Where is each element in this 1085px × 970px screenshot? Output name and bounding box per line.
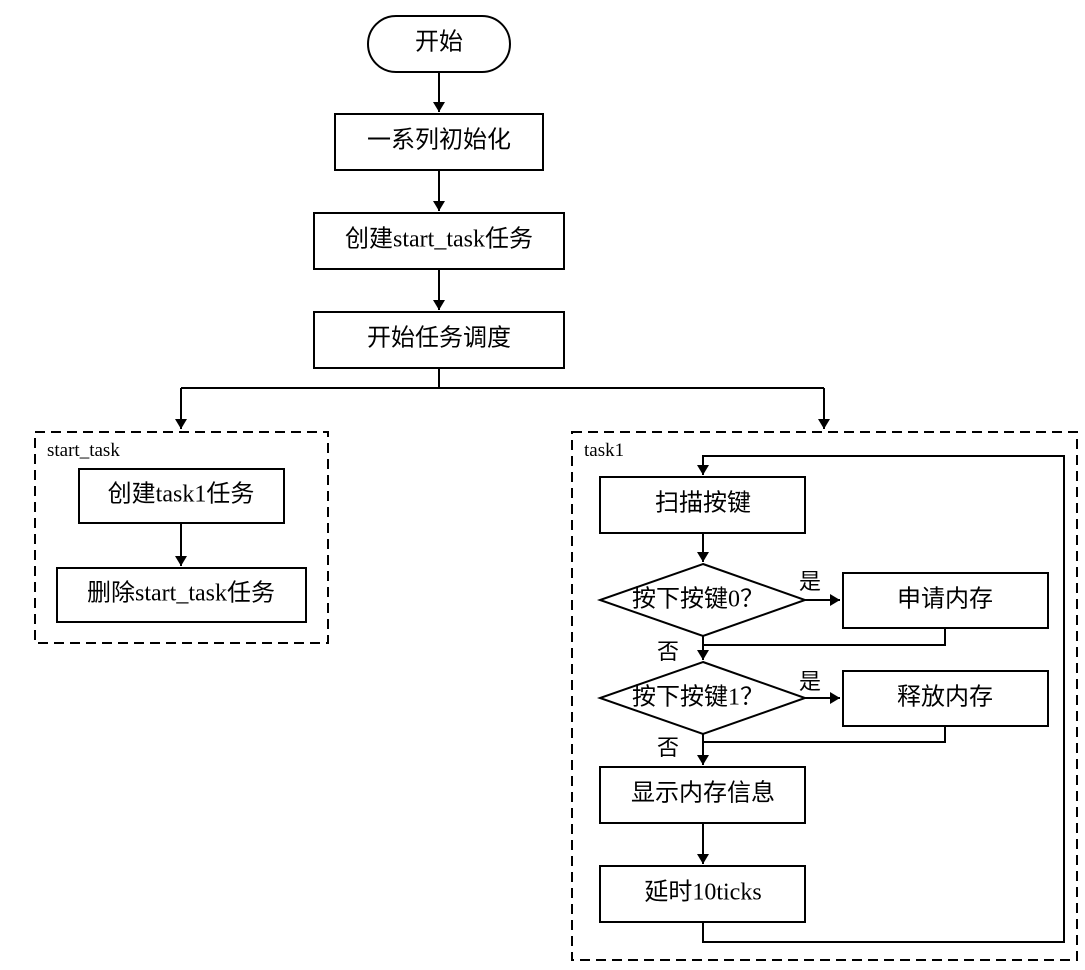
allocate-memory-box [842,572,1049,629]
key0-yes-label: 是 [799,569,821,594]
key1-question-label: 按下按键1？ [632,684,764,711]
free-memory-label: 释放内存 [897,684,993,711]
loop-back-line [697,455,1065,943]
init-box [334,113,544,171]
key1-no-label: 否 [657,735,679,760]
return-from-free [703,726,946,743]
task1-group [571,431,1078,961]
init-label: 一系列初始化 [367,127,511,154]
scan-keys-box [599,476,806,534]
start-scheduler-box [313,311,565,369]
start-scheduler-label: 开始任务调度 [367,325,511,352]
create-start-task-label: 创建start_task任务 [345,226,533,253]
return-from-allocate [703,628,946,646]
scan-keys-label: 扫描按键 [655,490,751,517]
start-label: 开始 [415,29,463,56]
delete-start-task-label: 删除start_task任务 [87,580,275,607]
delay-box [599,865,806,923]
show-memory-info-label: 显示内存信息 [631,780,775,807]
key1-yes-label: 是 [799,669,821,694]
start-task-group [34,431,329,644]
allocate-memory-label: 申请内存 [897,586,993,613]
key0-no-label: 否 [657,639,679,664]
show-memory-info-box [599,766,806,824]
create-task1-box [78,468,285,524]
create-task1-label: 创建task1任务 [108,481,255,508]
delete-start-task-box [56,567,307,623]
key0-question-label: 按下按键0？ [632,586,764,613]
task1-group-title: task1 [584,440,624,461]
delay-label: 延时10ticks [644,879,761,906]
start-task-group-title: start_task [47,440,120,461]
